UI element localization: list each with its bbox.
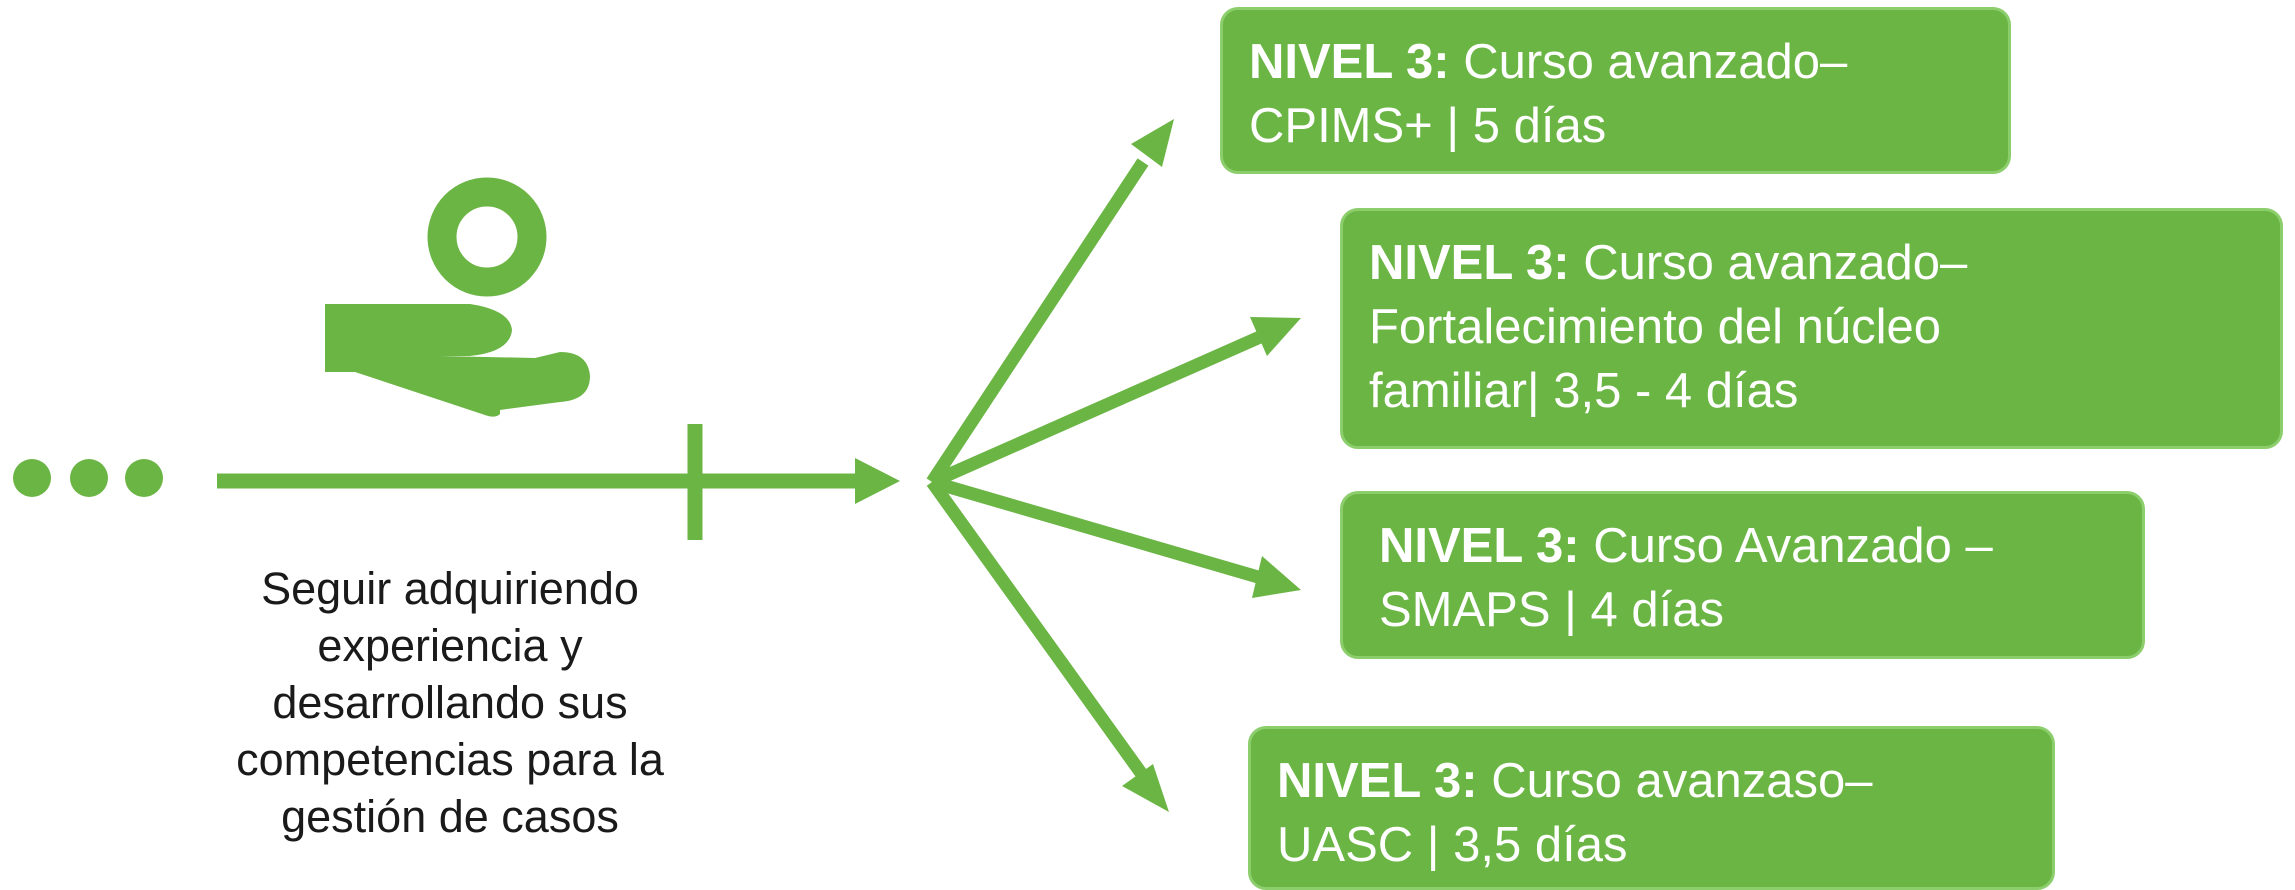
branch-arrow-4-line (926, 478, 1147, 777)
course-description: Curso avanzado– CPIMS+ | 5 días (1249, 35, 1848, 153)
branch-arrow-2-line (929, 331, 1263, 488)
branch-arrow-1-head (1131, 119, 1174, 167)
main-arrow-head (855, 458, 900, 504)
course-level-label: NIVEL 3: (1249, 35, 1450, 89)
course-level-label: NIVEL 3: (1369, 236, 1570, 290)
hand-giving-coin-icon (325, 177, 590, 417)
course-box-family-strengthening: NIVEL 3: Curso avanzado– Fortalecimiento… (1340, 208, 2283, 449)
course-description: Curso Avanzado – SMAPS | 4 días (1379, 519, 1993, 637)
branch-arrow-1-line (926, 158, 1149, 486)
hand-shape (355, 304, 590, 417)
branch-arrow-4-head (1122, 764, 1169, 812)
course-box-uasc: NIVEL 3: Curso avanzaso– UASC | 3,5 días (1248, 726, 2055, 890)
course-box-cpims: NIVEL 3: Curso avanzado– CPIMS+ | 5 días (1220, 7, 2011, 174)
branch-arrows (926, 119, 1301, 812)
course-box-smaps: NIVEL 3: Curso Avanzado – SMAPS | 4 días (1340, 491, 2145, 659)
caption-text: Seguir adquiriendo experiencia y desarro… (236, 563, 664, 842)
course-description: Curso avanzaso– UASC | 3,5 días (1277, 754, 1873, 872)
branch-arrow-3-line (930, 475, 1260, 584)
course-description: Curso avanzado– Fortalecimiento del núcl… (1369, 236, 1968, 418)
main-arrow (217, 424, 900, 540)
branch-arrow-2-head (1250, 317, 1301, 356)
course-level-label: NIVEL 3: (1277, 754, 1478, 808)
branch-arrow-3-head (1252, 556, 1301, 598)
cuff-shape (325, 304, 355, 372)
dot (13, 459, 51, 497)
course-level-label: NIVEL 3: (1379, 519, 1580, 573)
dot (125, 459, 163, 497)
ellipsis-dots-icon (13, 459, 163, 497)
coin-shape (427, 177, 547, 297)
dot (70, 459, 108, 497)
